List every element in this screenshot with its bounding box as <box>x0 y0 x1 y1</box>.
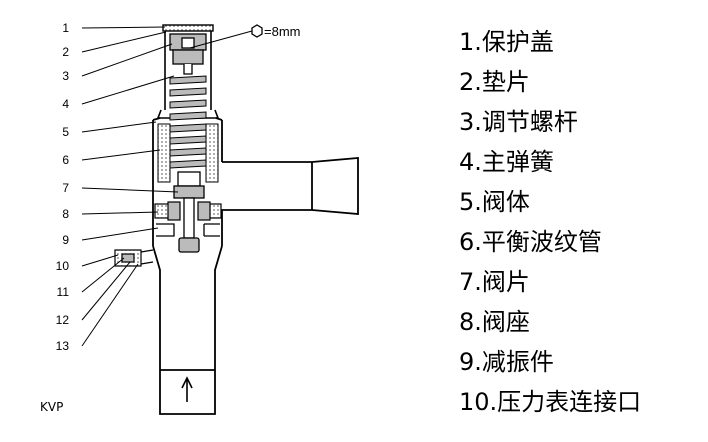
balance-bellows <box>157 123 219 183</box>
gauge-connection <box>114 249 154 267</box>
protective-cap <box>162 24 214 32</box>
valve-seat <box>154 201 222 221</box>
callout-4: 4 <box>62 97 69 111</box>
legend-item: 7.阀片 <box>459 268 530 296</box>
valve-body <box>152 117 359 415</box>
callout-13: 13 <box>56 339 70 353</box>
callout-12: 12 <box>56 313 70 327</box>
legend-item: 1.保护盖 <box>459 28 554 56</box>
legend-item: 2.垫片 <box>459 68 530 96</box>
callout-numbers: 1 2 3 4 5 6 7 8 9 10 11 12 13 <box>56 21 70 353</box>
hex-size-label: =8mm <box>264 24 300 39</box>
callout-1: 1 <box>62 21 69 35</box>
callout-10: 10 <box>56 259 70 273</box>
legend-item: 10.压力表连接口 <box>459 388 642 416</box>
legend-item: 5.阀体 <box>459 188 530 216</box>
adjusting-screw <box>169 33 207 75</box>
legend-item: 4.主弹簧 <box>459 148 554 176</box>
legend-item: 8.阀座 <box>459 308 530 336</box>
hexagon-icon <box>251 24 263 38</box>
callout-9: 9 <box>62 233 69 247</box>
legend-item: 9.减振件 <box>459 348 554 376</box>
model-label: KVP <box>40 400 64 414</box>
valve-disc <box>173 171 205 253</box>
callout-5: 5 <box>62 125 69 139</box>
hex-leader <box>189 30 253 49</box>
callout-3: 3 <box>62 69 69 83</box>
callout-leaders <box>81 26 179 347</box>
damping-element <box>156 223 220 237</box>
callout-2: 2 <box>62 45 69 59</box>
parts-legend: 1.保护盖 2.垫片 3.调节螺杆 4.主弹簧 5.阀体 6.平衡波纹管 7.阀… <box>459 24 641 424</box>
main-spring <box>169 75 207 169</box>
legend-item: 6.平衡波纹管 <box>459 228 602 256</box>
callout-11: 11 <box>57 285 70 299</box>
up-arrow-icon <box>181 376 193 402</box>
callout-6: 6 <box>62 153 69 167</box>
legend-item: 3.调节螺杆 <box>459 108 578 136</box>
callout-7: 7 <box>62 181 69 195</box>
callout-8: 8 <box>62 207 69 221</box>
